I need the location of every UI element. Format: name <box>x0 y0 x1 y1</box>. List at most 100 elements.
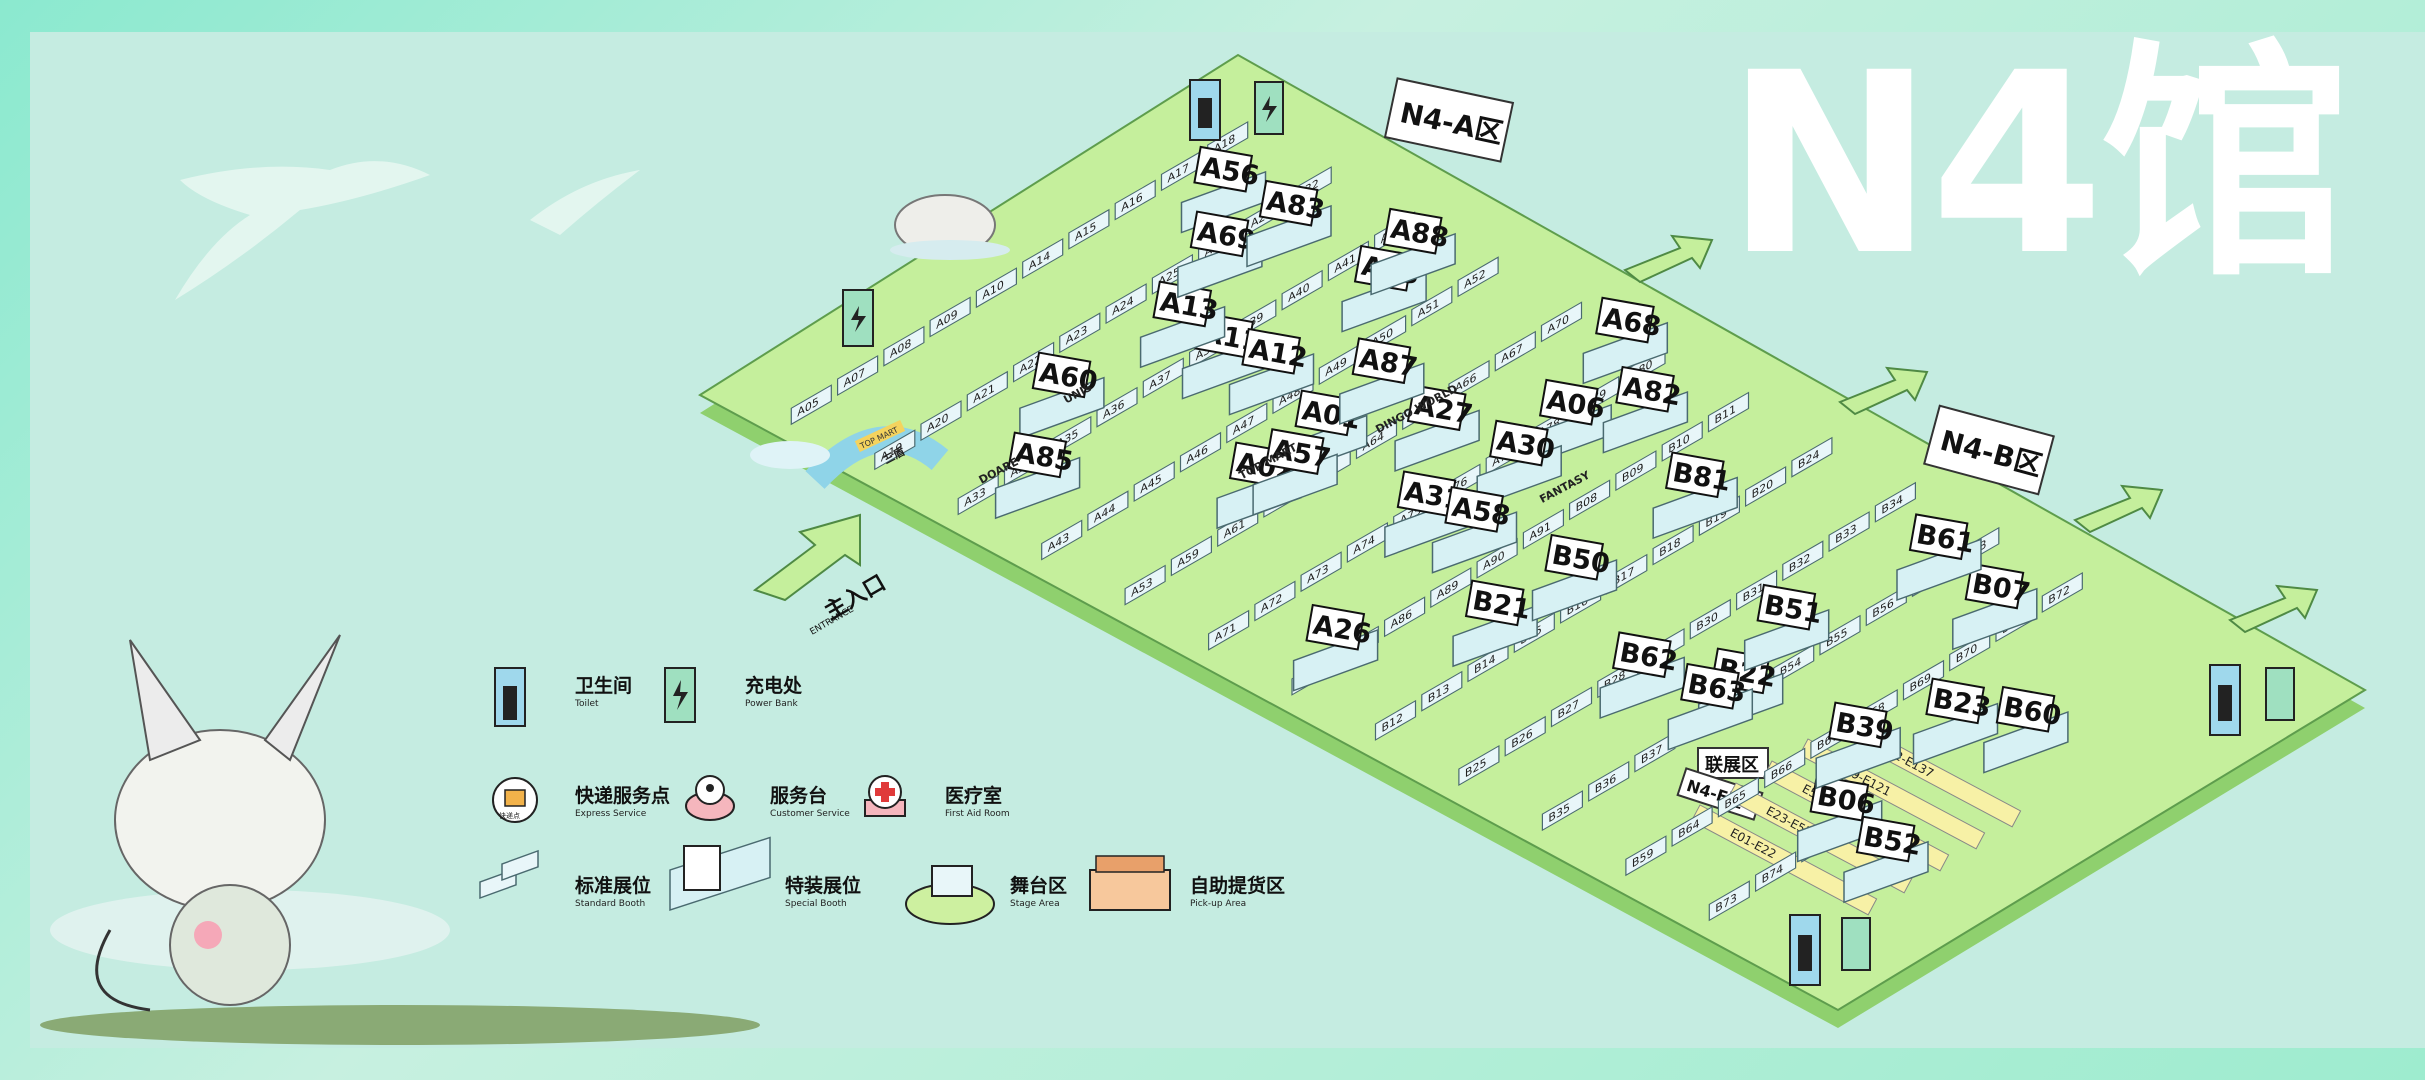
special-booth[interactable]: B23 <box>1912 677 1999 766</box>
special-booth[interactable]: B21 <box>1452 579 1538 668</box>
standard-booth-tile <box>1411 285 1453 327</box>
exit-arrow <box>2228 584 2319 634</box>
exit-arrow <box>1623 234 1714 284</box>
special-booth[interactable]: B60 <box>1983 685 2069 774</box>
standard-booth-tile <box>1625 835 1667 877</box>
special-booth[interactable]: A88 <box>1370 207 1456 296</box>
bolt <box>1262 96 1277 122</box>
special-booth[interactable]: A68 <box>1582 296 1669 385</box>
express-badge: 快递点 <box>499 811 520 820</box>
mascot-body <box>169 884 291 1006</box>
power-bank-icon <box>664 667 696 723</box>
mascot-head <box>114 729 326 911</box>
special-booth[interactable]: A26 <box>1292 603 1379 692</box>
standard-booth-tile <box>1791 436 1833 478</box>
power-bank-icon[interactable] <box>2265 667 2295 721</box>
facility-toilet[interactable] <box>1189 79 1221 141</box>
legend-label: 自助提货区 <box>1190 874 1285 897</box>
standard-booth-tile <box>1281 269 1323 311</box>
special-booth[interactable]: A12 <box>1228 327 1315 416</box>
special-booth-sign <box>1241 327 1302 375</box>
special-booth[interactable]: B63 <box>1667 662 1754 751</box>
special-booth[interactable]: A30 <box>1476 419 1562 508</box>
facility-power[interactable] <box>1254 81 1284 135</box>
standard-booth-tile <box>975 267 1018 309</box>
toilet-icon[interactable] <box>2209 664 2241 736</box>
legend-sublabel: Express Service <box>575 809 647 819</box>
standard-booth-tile <box>1744 466 1787 507</box>
special-booth[interactable]: B07 <box>1952 562 2038 651</box>
facility-power[interactable] <box>842 289 874 347</box>
cloud-decoration <box>175 161 430 300</box>
standard-booth-tile <box>836 355 879 396</box>
special-booth[interactable]: A85 <box>994 431 1081 520</box>
special-booth[interactable]: A58 <box>1431 485 1518 574</box>
standard-booth-tile <box>1096 386 1138 428</box>
special-booth-sign <box>1305 603 1366 651</box>
standard-booth-tile <box>1874 481 1917 523</box>
toilet-door <box>2218 685 2232 721</box>
standard-booth-tile <box>1170 535 1213 577</box>
power-bank-icon[interactable] <box>1841 917 1871 971</box>
special-booth[interactable]: B52 <box>1843 815 1929 904</box>
special-booth-icon <box>669 836 771 911</box>
special-booth[interactable]: A57 <box>1252 428 1338 516</box>
standard-booth-tile <box>1430 567 1472 609</box>
standard-booth-tile <box>1179 431 1222 473</box>
legend-label: 卫生间 <box>575 674 632 697</box>
special-booth[interactable]: B51 <box>1743 583 1830 672</box>
special-booth[interactable]: B39 <box>1815 701 1901 790</box>
mascot-tail <box>95 929 151 1012</box>
special-booth-sign <box>1615 365 1675 413</box>
special-booth-sign <box>1925 677 1986 725</box>
special-booth[interactable]: B81 <box>1652 451 1738 540</box>
legend-label: 快递服务点 <box>575 784 670 807</box>
special-booth-sign <box>1544 533 1605 581</box>
standard-booth-icon <box>479 849 539 900</box>
customer-service-icon <box>685 775 735 821</box>
toilet-icon[interactable] <box>1789 914 1821 986</box>
special-booth[interactable]: A60 <box>1019 351 1105 440</box>
special-booth[interactable]: B50 <box>1531 533 1618 622</box>
standard-booth-tile <box>1819 614 1861 656</box>
special-booth-sign <box>1464 579 1525 627</box>
mascot-illustration <box>40 634 760 1045</box>
standard-booth-tile <box>1114 179 1156 221</box>
standard-booth-tile <box>1522 508 1565 550</box>
standard-booth-tile <box>920 400 962 442</box>
special-booth-sign <box>1827 701 1888 749</box>
special-booth-sign <box>1855 815 1916 863</box>
standard-booth-tile <box>1588 760 1630 802</box>
facility-toilet[interactable] <box>1789 914 1871 986</box>
special-booth[interactable]: A27 <box>1394 384 1480 473</box>
special-booth[interactable]: A87 <box>1339 337 1425 426</box>
express-icon: 快递点 <box>492 777 538 823</box>
legend-sublabel: Power Bank <box>745 699 798 709</box>
special-booth[interactable]: B06 <box>1796 774 1883 863</box>
standard-booth-tile <box>1087 490 1129 532</box>
standard-booth-tile <box>1828 511 1870 553</box>
standard-booth[interactable]: A40 <box>1281 269 1323 311</box>
special-booth[interactable]: A83 <box>1246 179 1332 268</box>
special-booth-sign <box>1664 451 1725 499</box>
special-booth[interactable]: A82 <box>1602 365 1689 454</box>
facility-toilet[interactable] <box>2209 664 2295 736</box>
special-booth-sign <box>1964 562 2025 610</box>
special-booth[interactable]: B62 <box>1599 631 1685 720</box>
special-booth[interactable]: B61 <box>1896 513 1982 602</box>
standard-booth-tile <box>1300 551 1342 593</box>
standard-booth-tile <box>1754 851 1797 893</box>
standard-booth-tile <box>1374 699 1417 741</box>
mascot-flower <box>194 921 222 949</box>
zone-sign-b: N4-B区 <box>1923 404 2055 496</box>
legend-sublabel: Standard Booth <box>575 899 645 909</box>
pickup-icon <box>1089 855 1171 911</box>
legend-sublabel: Special Booth <box>785 899 847 909</box>
legend-label: 充电处 <box>745 674 803 697</box>
legend-sublabel: First Aid Room <box>945 809 1010 819</box>
standard-booth-tile <box>957 474 999 516</box>
